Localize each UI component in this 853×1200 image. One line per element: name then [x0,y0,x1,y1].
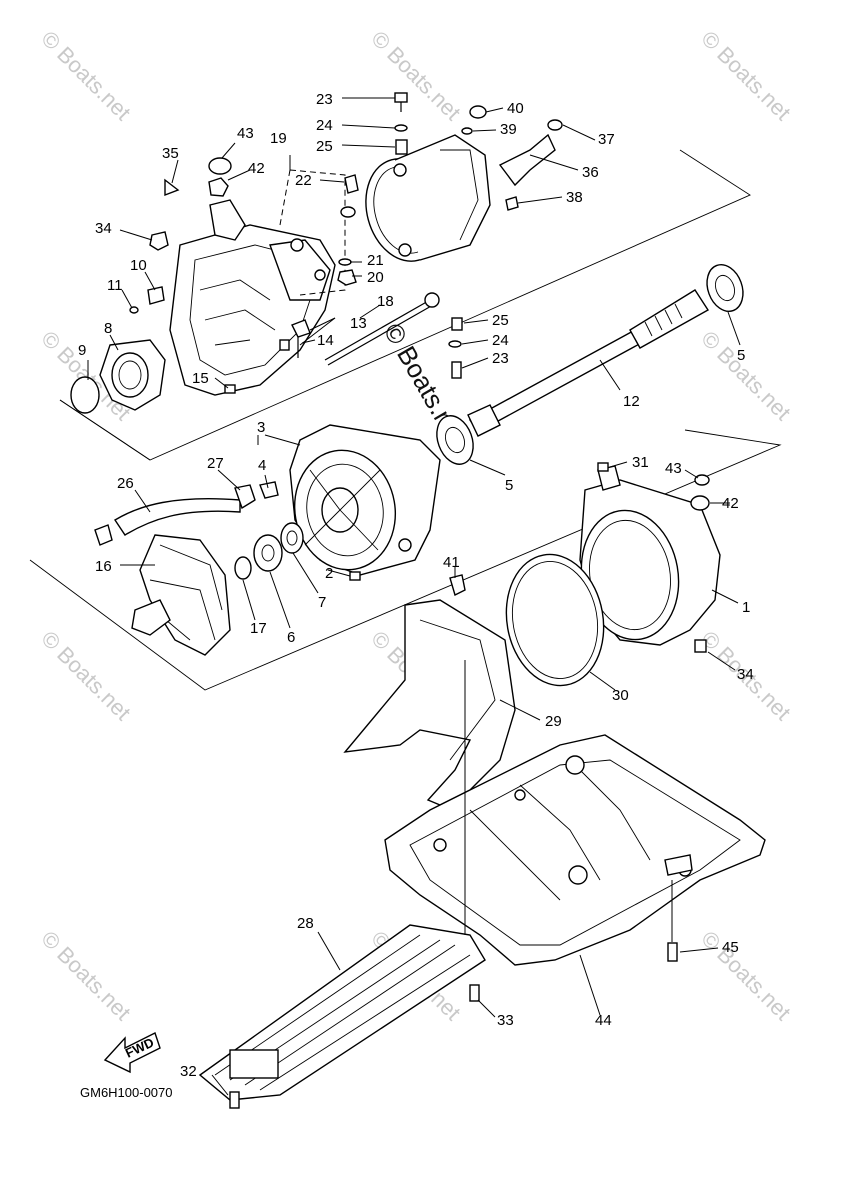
callout-8: 8 [104,320,112,337]
jet-nozzle [505,462,721,687]
callout-21: 21 [367,252,384,269]
callout-24a: 24 [316,117,333,134]
callout-4: 4 [258,457,266,474]
watermark: © Boats.net [696,926,795,1025]
watermark: © Boats.net [36,626,135,725]
callout-5b: 5 [505,477,513,494]
ride-plate [384,734,766,966]
callout-19: 19 [270,130,287,147]
callout-28: 28 [297,915,314,932]
callout-7: 7 [318,594,326,611]
callout-41: 41 [443,554,460,571]
callout-20: 20 [367,269,384,286]
callout-25b: 25 [492,312,509,329]
fwd-arrow: FWD [103,1032,161,1074]
callout-17: 17 [250,620,267,637]
leader-lines [87,97,741,1096]
drive-shaft [436,264,744,465]
watermark: © Boats.net [36,926,135,1025]
impeller-group [131,481,361,656]
bilge-hose [94,484,256,546]
callout-43a: 43 [237,125,254,142]
impeller-housing [289,424,441,576]
callout-25a: 25 [316,138,333,155]
callout-5a: 5 [737,347,745,364]
callout-27: 27 [207,455,224,472]
callout-30: 30 [612,687,629,704]
callout-23b: 23 [492,350,509,367]
callout-11: 11 [107,277,123,294]
callout-2: 2 [325,565,333,582]
steering-nozzle [279,134,491,296]
callout-40: 40 [507,100,524,117]
upper-hardware [129,92,563,394]
callout-34b: 34 [737,666,754,683]
callout-45: 45 [722,939,739,956]
callout-14: 14 [317,332,334,349]
ride-plate-adapter [343,574,516,806]
callout-10: 10 [130,257,147,274]
callout-35: 35 [162,145,179,162]
callout-1: 1 [742,599,750,616]
callout-12: 12 [623,393,640,410]
callout-38: 38 [566,189,583,206]
callout-39: 39 [500,121,517,138]
diagram-code: GM6H100-0070 [80,1085,173,1100]
callout-43b: 43 [665,460,682,477]
callout-6: 6 [287,629,295,646]
callout-34a: 34 [95,220,112,237]
intake-grate [198,924,486,1109]
callout-23a: 23 [316,91,333,108]
callout-15: 15 [192,370,209,387]
callout-37: 37 [598,131,615,148]
callout-32: 32 [180,1063,197,1080]
section-frames [29,149,782,691]
watermark: © Boats.net [696,26,795,125]
callout-29: 29 [545,713,562,730]
callout-3: 3 [257,419,265,436]
inspection-cover [70,339,166,414]
callout-42b: 42 [722,495,739,512]
callout-9: 9 [78,342,86,359]
watermark: © Boats.net [366,26,465,125]
callout-31: 31 [632,454,649,471]
jet-intake-housing [169,199,336,396]
callout-42a: 42 [248,160,265,177]
callout-16: 16 [95,558,112,575]
callout-36: 36 [582,164,599,181]
callout-24b: 24 [492,332,509,349]
callout-33: 33 [497,1012,514,1029]
callouts: 1 2 3 4 5 5 6 7 8 9 10 11 12 13 14 15 16… [78,91,754,1080]
callout-13: 13 [350,315,367,332]
callout-18: 18 [377,293,394,310]
callout-26: 26 [117,475,134,492]
watermark: © Boats.net [36,26,135,125]
watermark: © Boats.net [696,326,795,425]
callout-22: 22 [295,172,312,189]
callout-44: 44 [595,1012,612,1029]
